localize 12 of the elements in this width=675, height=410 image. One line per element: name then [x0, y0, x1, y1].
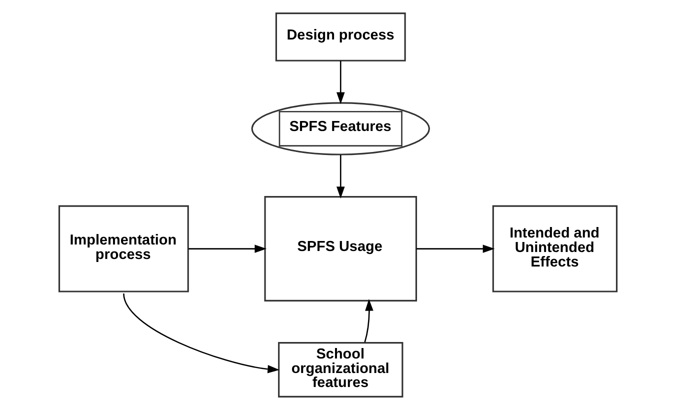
node-box: Implementation process — [58, 205, 188, 292]
node-ellipse: SPFS Features — [250, 102, 430, 156]
node-box: Intended and Unintended Effects — [492, 205, 618, 292]
arrow — [416, 244, 494, 253]
arrow — [336, 60, 344, 104]
node-box: SPFS Usage — [264, 196, 417, 302]
arrow — [336, 154, 344, 198]
arrow — [188, 244, 266, 253]
node-box: School organizational features — [278, 342, 403, 398]
arrow — [364, 298, 373, 343]
node-box: Design process — [274, 12, 406, 62]
arrow — [122, 293, 279, 374]
